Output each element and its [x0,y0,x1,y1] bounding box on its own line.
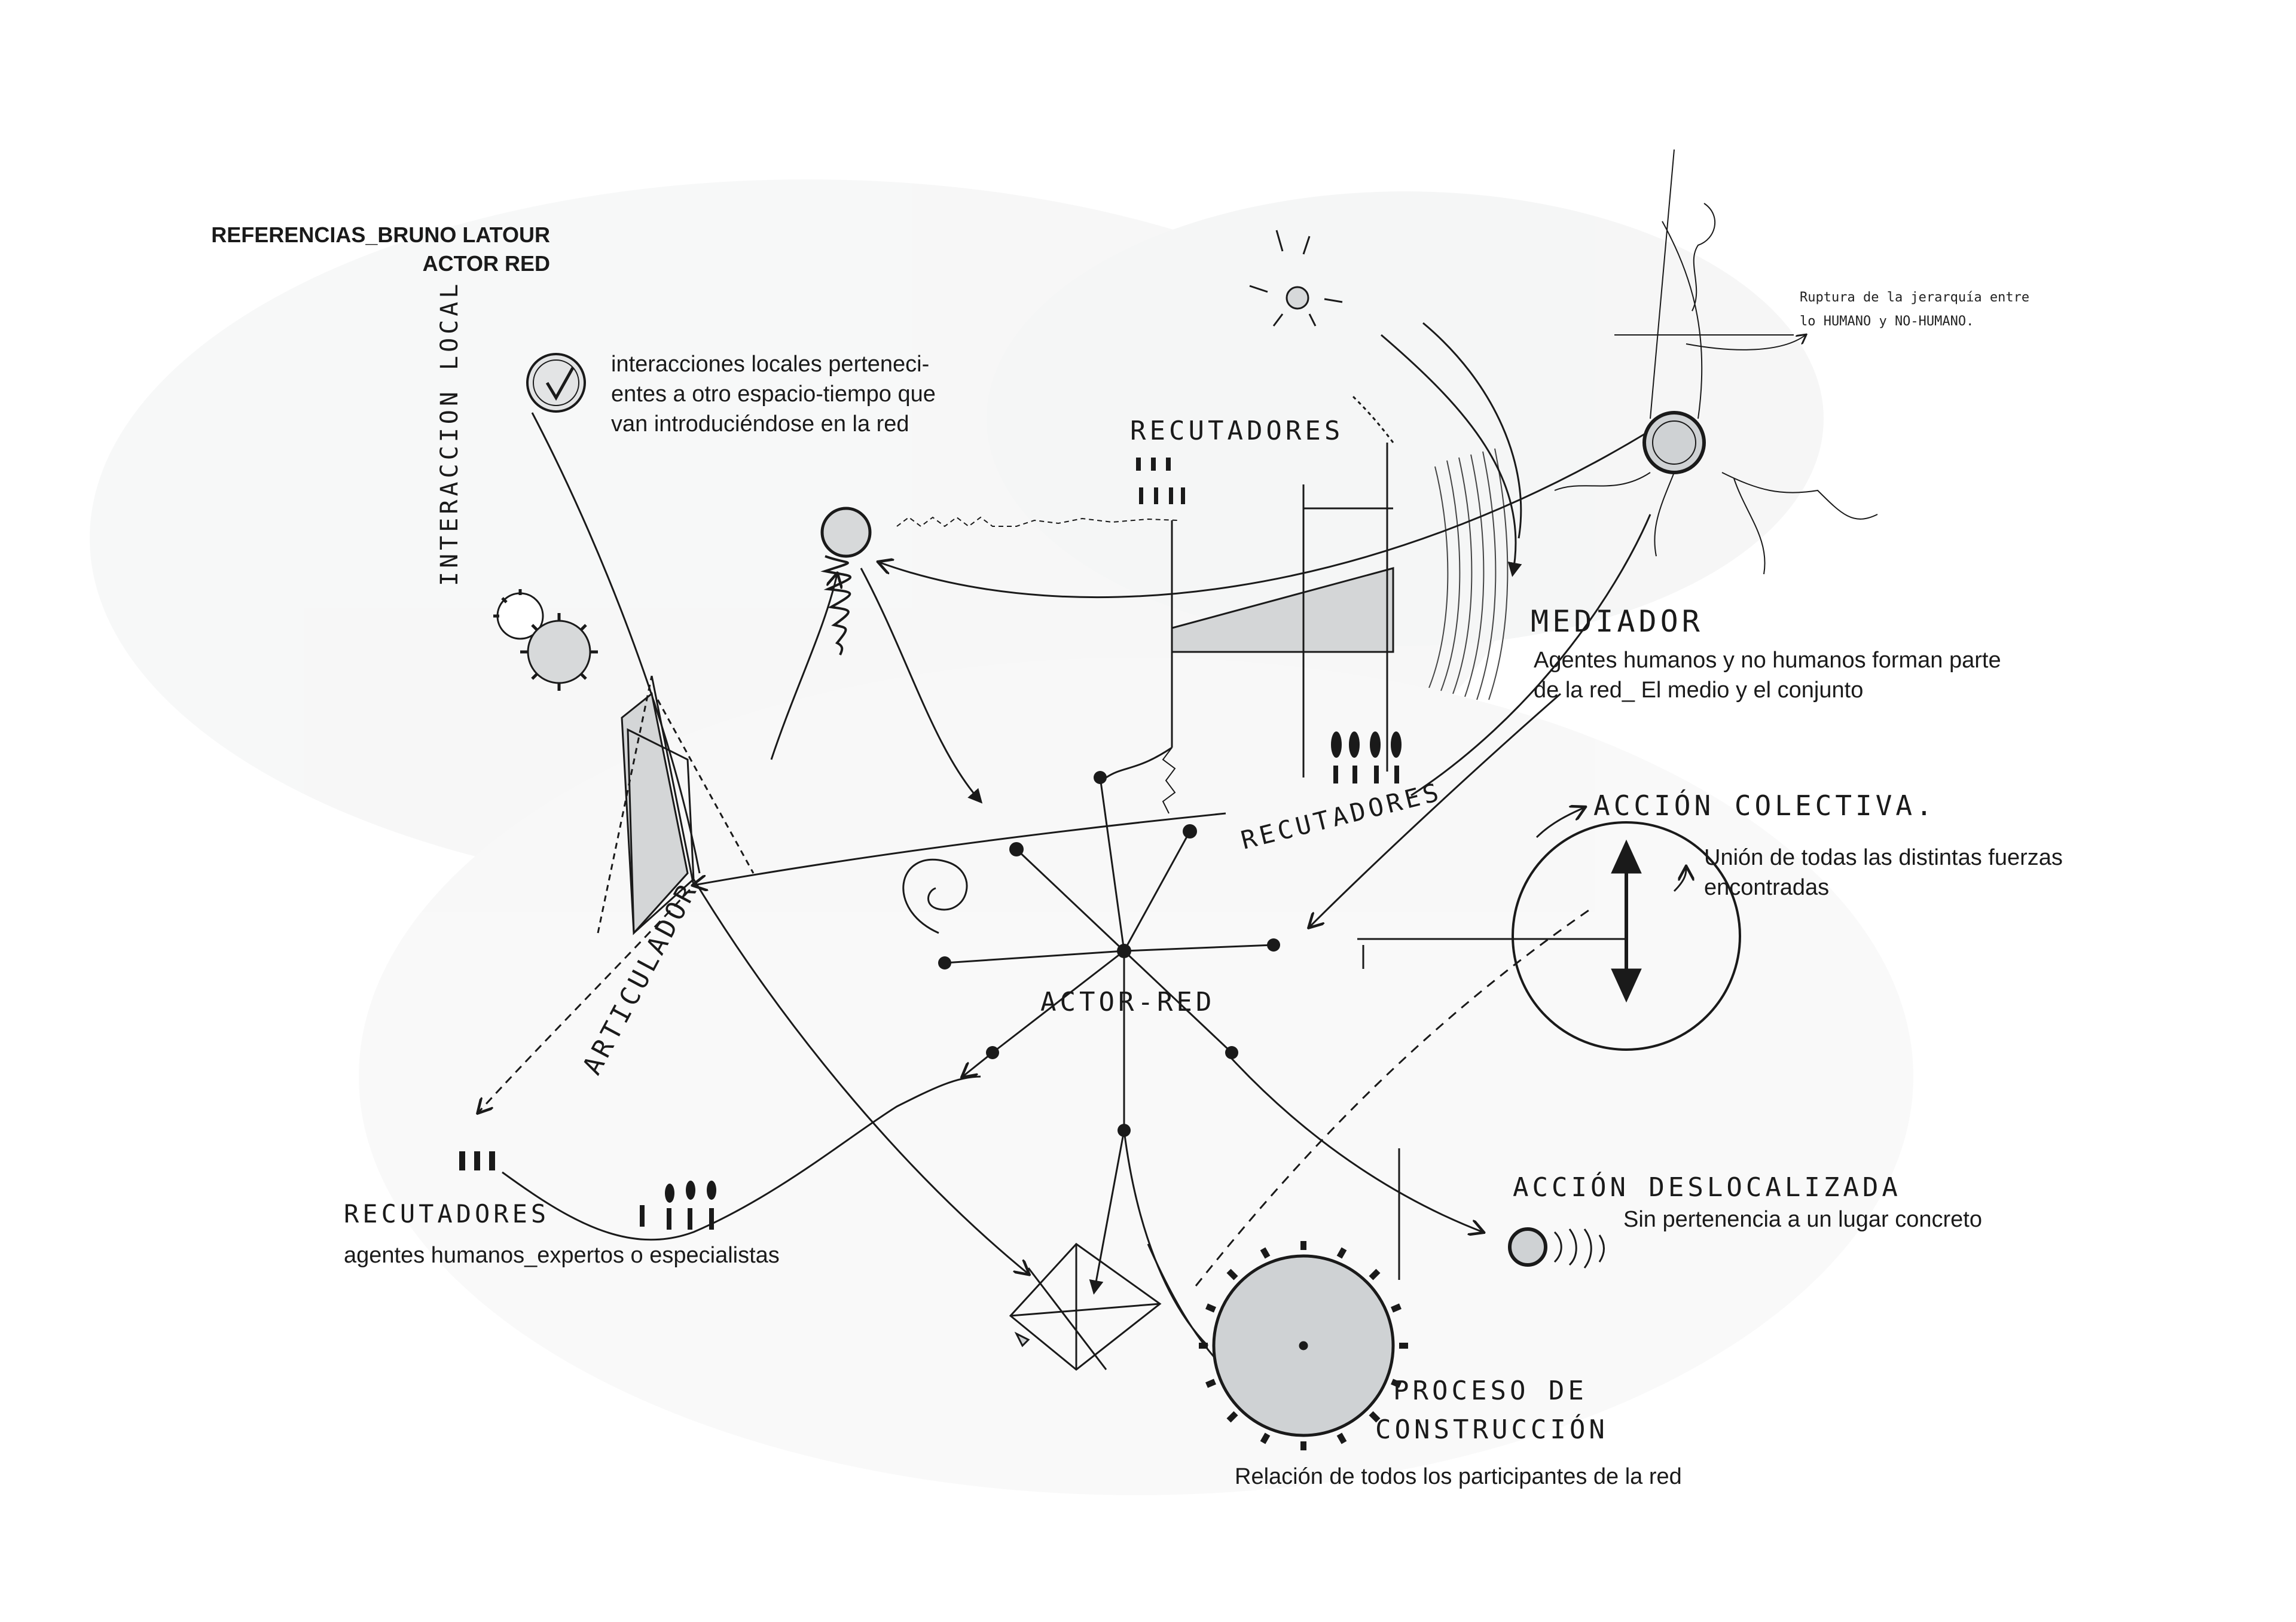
tree-figure [1554,149,1878,575]
proceso-label-line2: CONSTRUCCIÓN [1375,1414,1608,1445]
ruptura-line2: lo HUMANO y NO-HUMANO. [1800,314,1974,329]
accion-deslocalizada-icon [1508,1227,1605,1269]
proceso-gear-icon [1199,1241,1408,1450]
diamond-shape [1009,1243,1162,1371]
node [1267,938,1280,952]
header-title-line2: ACTOR RED [422,251,550,276]
ruptura-line1: Ruptura de la jerarquía entre [1800,290,2030,305]
human-figures-bottom [459,1151,716,1230]
human-figures-top [1136,458,1185,504]
actor-red-label: ACTOR-RED [1040,987,1216,1017]
node [986,1046,999,1059]
node [1094,771,1107,784]
recutadores-top-label: RECUTADORES [1130,416,1344,446]
human-figures-mid [1331,731,1402,783]
sun-icon [1249,230,1343,327]
network-nodes [938,771,1280,1137]
node [1183,824,1197,839]
hatching [1428,448,1509,700]
network-connections [478,322,1651,1371]
node [938,956,951,969]
accion-colectiva-circle-icon [1512,807,1741,1051]
interacciones-desc-line3: van introduciéndose en la red [611,411,909,437]
mediador-desc-line1: Agentes humanos y no humanos forman part… [1534,648,2001,673]
clock-circle-icon [526,353,586,413]
spring-circle-icon [820,507,872,655]
paper-wash [90,179,1913,1495]
proceso-desc: Relación de todos los participantes de l… [1235,1464,1682,1489]
mediador-desc-line2: de la red_ El medio y el conjunto [1534,678,1864,703]
interaccion-local-label: INTERACCION LOCAL [436,281,463,586]
header-title-line1: REFERENCIAS_BRUNO LATOUR [211,222,550,247]
proceso-label-line1: PROCESO DE [1393,1376,1587,1406]
wavy-connection [896,516,1178,528]
ruptura-arrow [1686,335,1806,350]
accion-deslocalizada-label: ACCIÓN DESLOCALIZADA [1513,1172,1901,1203]
spiral-symbol [902,859,968,934]
recutadores-desc: agentes humanos_expertos o especialistas [344,1243,780,1268]
actor-red-network [944,777,1274,1295]
mediador-label: MEDIADOR [1531,604,1703,639]
colectiva-desc-line2: encontradas [1704,875,1830,900]
recutadores-bottom-label: RECUTADORES [344,1199,550,1228]
colectiva-desc-line1: Unión de todas las distintas fuerzas [1704,845,2063,870]
articulador-shape [597,675,755,935]
human-nonhuman-circle-icon [1642,411,1706,474]
deslocalizada-desc: Sin pertenencia a un lugar concreto [1623,1207,1982,1232]
accion-colectiva-label: ACCIÓN COLECTIVA. [1593,789,1936,822]
interacciones-desc-line1: interacciones locales perteneci- [611,352,930,377]
node [1225,1046,1238,1059]
gear-icon [493,589,598,691]
node [1009,842,1024,856]
actor-red-center-node [1117,944,1131,958]
interacciones-desc-line2: entes a otro espacio-tiempo que [611,382,936,407]
building-structure [1106,394,1394,814]
